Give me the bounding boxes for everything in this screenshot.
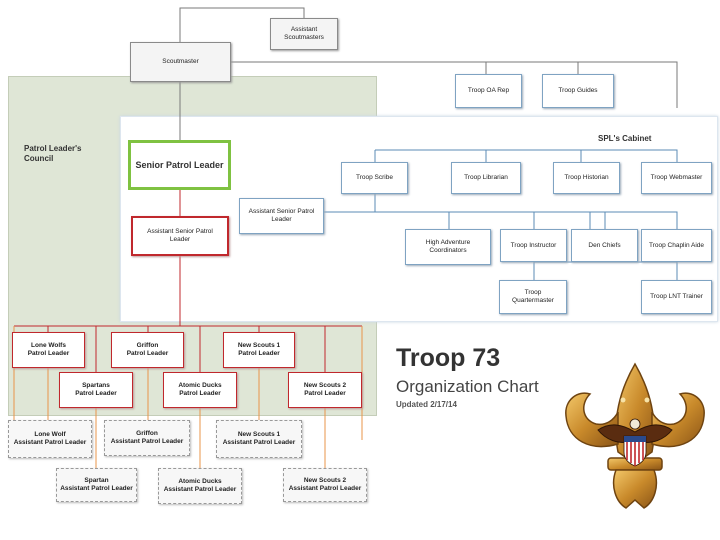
node-apl-lone-wolf: Lone Wolf Assistant Patrol Leader: [8, 420, 92, 458]
node-apl-new-scouts-1: New Scouts 1 Assistant Patrol Leader: [216, 420, 302, 458]
red-connectors: [14, 190, 362, 372]
node-scoutmaster: Scoutmaster: [130, 42, 231, 82]
node-apl-new-scouts-2: New Scouts 2 Assistant Patrol Leader: [283, 468, 367, 502]
node-troop-guides: Troop Guides: [542, 74, 614, 108]
node-pl-atomic-ducks: Atomic Ducks Patrol Leader: [163, 372, 237, 408]
node-pl-new-scouts-2: New Scouts 2 Patrol Leader: [288, 372, 362, 408]
node-troop-chaplin-aide: Troop Chaplin Aide: [641, 229, 712, 262]
node-troop-historian: Troop Historian: [553, 162, 620, 194]
node-troop-scribe: Troop Scribe: [341, 162, 408, 194]
node-aspl-cabinet: Assistant Senior Patrol Leader: [239, 198, 324, 234]
node-assistant-scoutmasters: Assistant Scoutmasters: [270, 18, 338, 50]
node-senior-patrol-leader: Senior Patrol Leader: [128, 140, 231, 190]
plc-label: Patrol Leader's Council: [24, 144, 82, 163]
node-troop-librarian: Troop Librarian: [451, 162, 521, 194]
node-den-chiefs: Den Chiefs: [571, 229, 638, 262]
node-pl-lone-wolfs: Lone Wolfs Patrol Leader: [12, 332, 85, 368]
cabinet-label: SPL's Cabinet: [598, 134, 652, 143]
page-title: Troop 73: [396, 344, 501, 372]
updated-date: Updated 2/17/14: [396, 400, 457, 409]
node-pl-new-scouts-1: New Scouts 1 Patrol Leader: [223, 332, 295, 368]
node-troop-oa-rep: Troop OA Rep: [455, 74, 522, 108]
page-subtitle: Organization Chart: [396, 377, 539, 396]
node-high-adventure-coordinators: High Adventure Coordinators: [405, 229, 491, 265]
node-troop-webmaster: Troop Webmaster: [641, 162, 712, 194]
node-troop-lnt-trainer: Troop LNT Trainer: [641, 280, 712, 314]
node-apl-atomic-ducks: Atomic Ducks Assistant Patrol Leader: [158, 468, 242, 504]
node-apl-griffon: Griffon Assistant Patrol Leader: [104, 420, 190, 456]
node-pl-spartans: Spartans Patrol Leader: [59, 372, 133, 408]
scout-emblem-icon: [565, 362, 705, 509]
node-apl-spartan: Spartan Assistant Patrol Leader: [56, 468, 137, 502]
node-aspl-council: Assistant Senior Patrol Leader: [131, 216, 229, 256]
node-troop-instructor: Troop Instructor: [500, 229, 567, 262]
gray-connectors: [179, 7, 678, 140]
node-pl-griffon: Griffon Patrol Leader: [111, 332, 184, 368]
node-troop-quartermaster: Troop Quartermaster: [499, 280, 567, 314]
